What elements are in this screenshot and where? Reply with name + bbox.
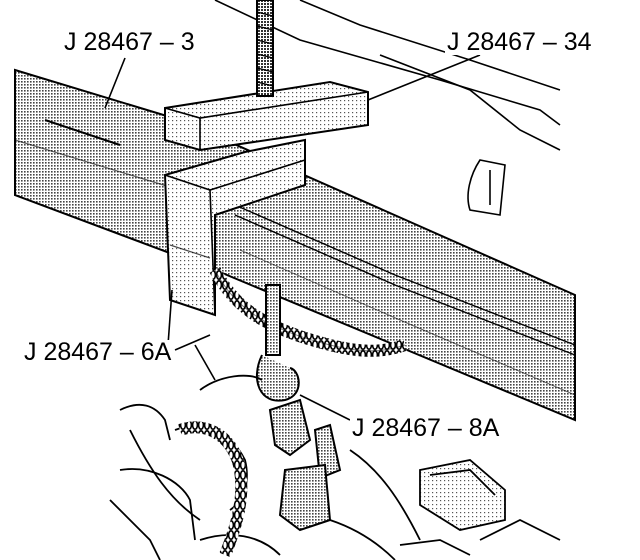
tool-crossbar (164, 80, 369, 152)
callout-label-top-left: J 28467 – 3 (62, 28, 197, 56)
lift-hook (256, 284, 342, 532)
leader-top-right (367, 54, 481, 101)
leader-left-2 (174, 334, 211, 351)
leader-lines (104, 54, 481, 421)
callout-label-left: J 28467 – 6A (22, 338, 174, 366)
leader-left (167, 289, 173, 346)
threaded-rod (256, 0, 274, 97)
hose-bundle (209, 267, 407, 357)
hook-bracket (163, 138, 306, 317)
callout-label-top-right: J 28467 – 34 (445, 28, 594, 56)
frame-rail (14, 68, 576, 422)
leader-left-3 (194, 344, 216, 381)
leader-top-left (104, 57, 126, 109)
coiled-hose-lower (178, 421, 248, 558)
callout-label-right: J 28467 – 8A (350, 414, 502, 442)
leader-right (299, 394, 351, 421)
